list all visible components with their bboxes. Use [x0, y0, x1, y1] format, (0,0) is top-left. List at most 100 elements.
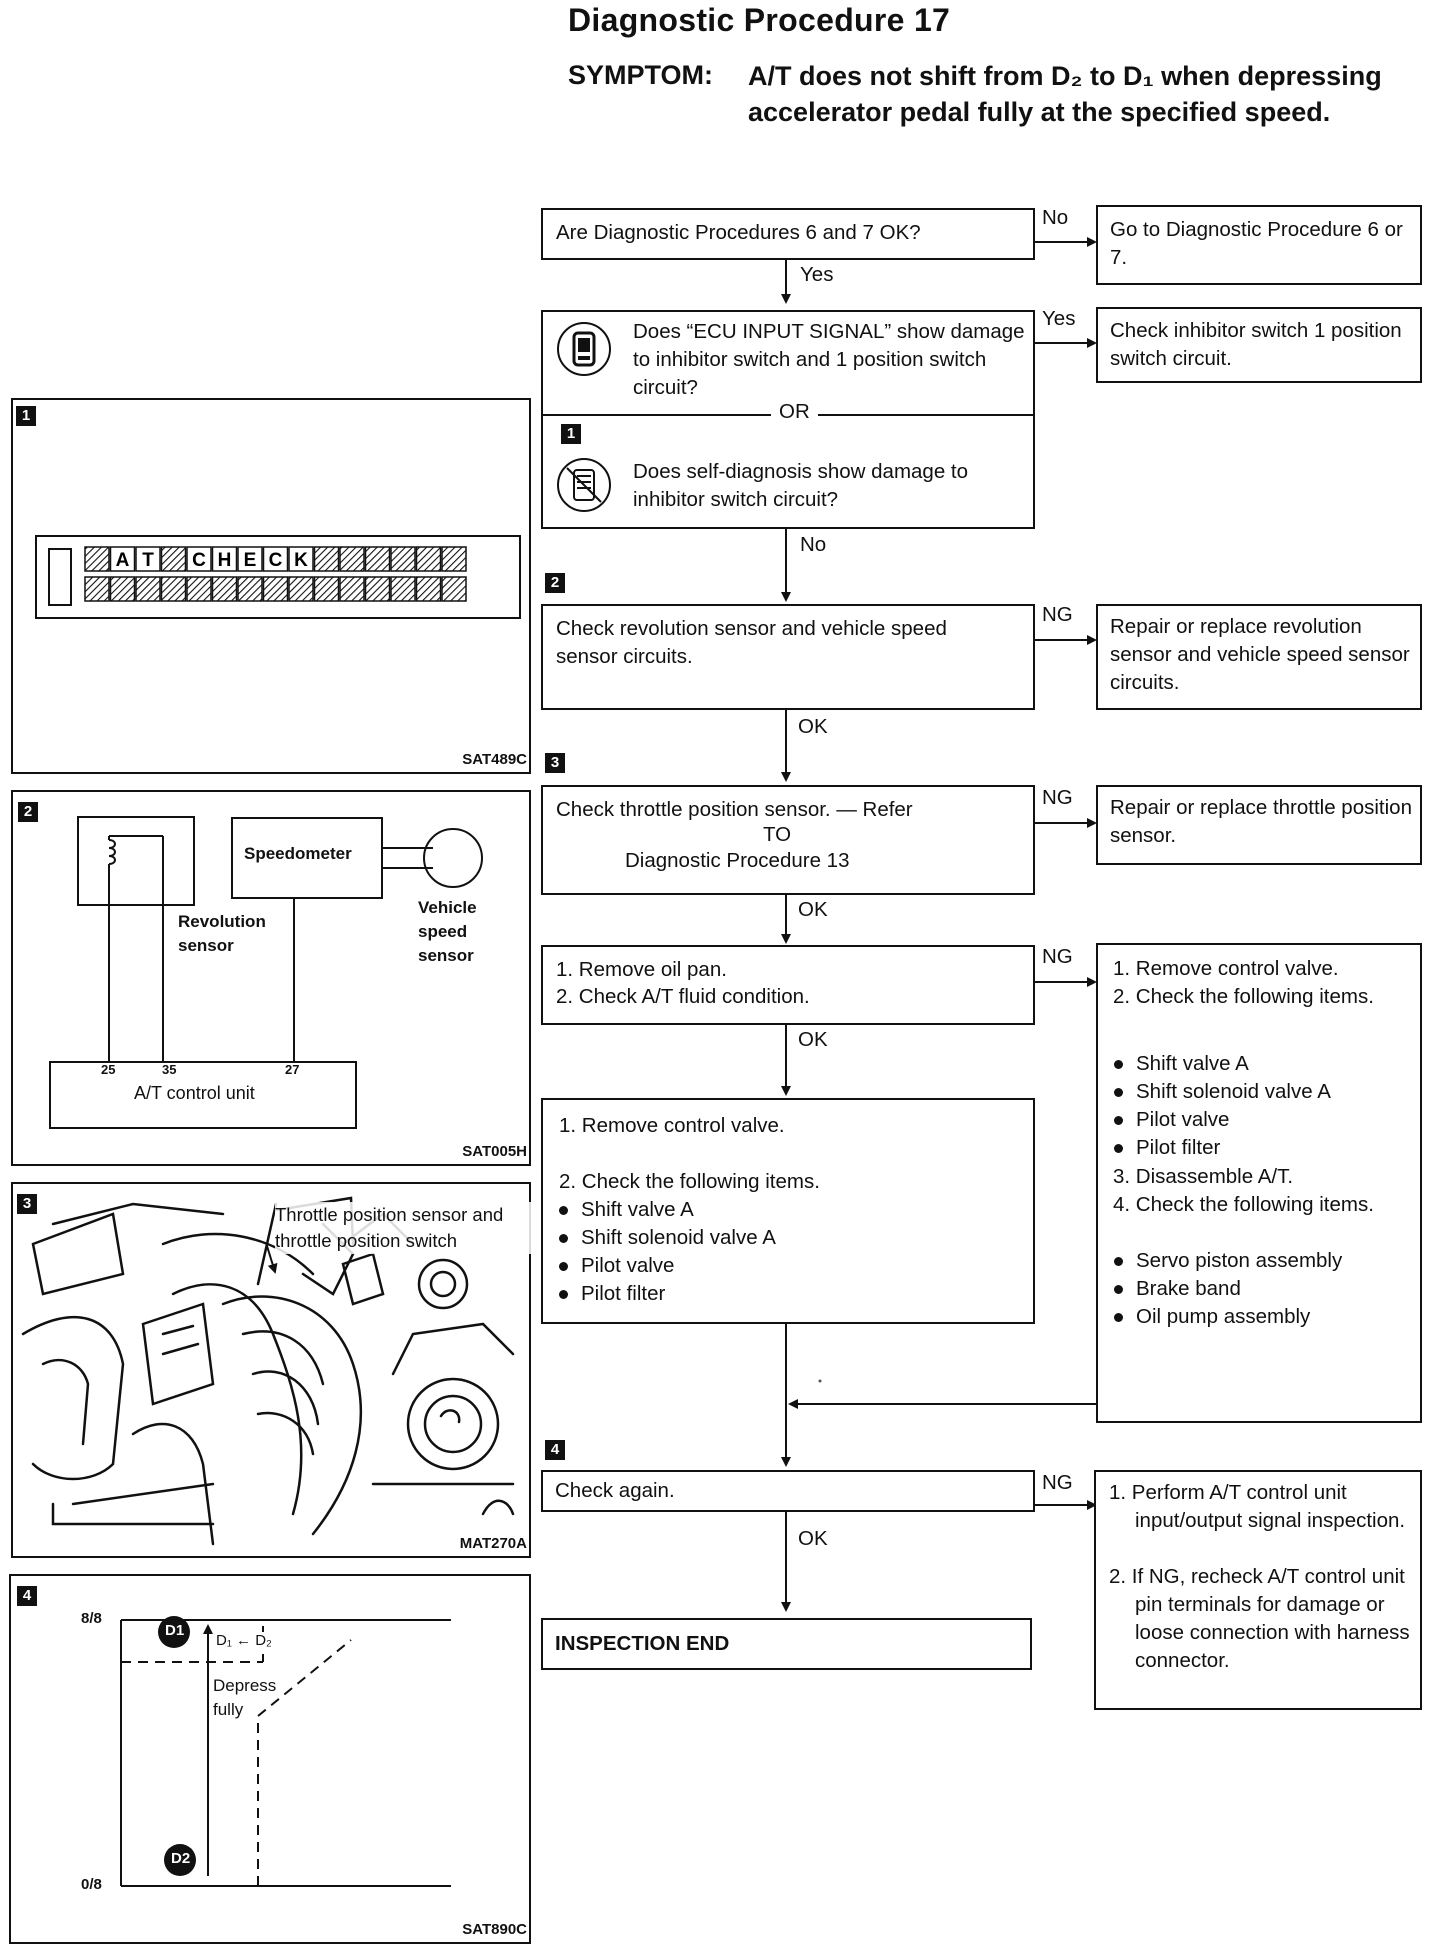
list-item: Pilot filter	[1110, 1134, 1331, 1162]
figure-3-throttle-sensor-location: 3	[11, 1182, 535, 1558]
step-remove-oil-pan: 1. Remove oil pan. 2. Check A/T fluid co…	[541, 945, 1035, 1025]
display-blank-cell	[441, 546, 467, 572]
callout-number: 4	[17, 1586, 37, 1606]
display-blank-cell	[135, 576, 161, 602]
y-axis-top-label: 8/8	[81, 1610, 102, 1627]
list-item: Shift solenoid valve A	[555, 1224, 776, 1252]
pin-number: 35	[162, 1062, 177, 1077]
display-char: K	[294, 550, 308, 571]
display-char: T	[142, 550, 154, 571]
figure-code: MAT270A	[459, 1535, 527, 1552]
display-blank-cell	[262, 576, 289, 602]
step-text: 1. Remove oil pan.	[556, 958, 727, 981]
ok-label: OK	[798, 1028, 828, 1051]
step-text: 1. Remove control valve.	[1113, 957, 1339, 980]
display-blank-cell	[364, 546, 391, 572]
no-label: No	[800, 533, 827, 556]
callout-number: 2	[545, 573, 565, 593]
display-blank-cell	[390, 576, 416, 602]
question-text: Does self-diagnosis show damage to inhib…	[633, 460, 969, 511]
symptom-label: SYMPTOM:	[568, 60, 714, 90]
ok-label: OK	[798, 1527, 828, 1550]
yes-label: Yes	[800, 263, 834, 286]
display-blank-cell	[339, 546, 365, 572]
ng-label: NG	[1042, 945, 1073, 968]
consult-tool-icon	[555, 320, 613, 383]
end-text: INSPECTION END	[555, 1632, 730, 1655]
ng-label: NG	[1042, 603, 1073, 626]
action-check-inhibitor: Check inhibitor switch 1 position switch…	[1096, 307, 1422, 383]
action-text: Go to Diagnostic Procedure 6 or 7.	[1110, 218, 1403, 269]
speedometer-label: Speedometer	[244, 844, 352, 863]
display-char: A	[116, 550, 130, 571]
display-blank-cell	[339, 576, 365, 602]
figure-code: SAT890C	[462, 1921, 527, 1938]
depress-fully-label: Depress fully	[213, 1676, 277, 1719]
no-label: No	[1042, 206, 1069, 229]
action-repair-throttle-sensor: Repair or replace throttle position sens…	[1096, 785, 1422, 865]
action-text: Repair or replace throttle position sens…	[1110, 796, 1412, 847]
engine-bay-illustration	[21, 1196, 515, 1546]
step-text: 2. Check the following items.	[559, 1170, 820, 1193]
list-item: Shift solenoid valve A	[1110, 1078, 1331, 1106]
revolution-sensor-label: Revolution sensor	[178, 912, 266, 955]
step-text: Check throttle position sensor. — Refer	[556, 798, 913, 821]
display-char-cell	[109, 546, 136, 572]
step-text: 1. Remove control valve.	[559, 1114, 785, 1137]
display-blank-cell	[160, 546, 187, 572]
check-items-list: Servo piston assembly Brake band Oil pum…	[1110, 1247, 1342, 1331]
figure-code: SAT489C	[462, 751, 527, 768]
step-check-revolution-sensor: Check revolution sensor and vehicle spee…	[541, 604, 1035, 710]
display-blank-cell	[313, 576, 340, 602]
question-text: Are Diagnostic Procedures 6 and 7 OK?	[556, 221, 921, 244]
question-text: Does “ECU INPUT SIGNAL” show damage to i…	[633, 320, 1025, 399]
step-text: Diagnostic Procedure 13	[625, 849, 850, 872]
display-char-cell	[186, 546, 212, 572]
callout-number: 2	[18, 802, 38, 822]
callout-number: 1	[16, 406, 36, 426]
step-text: 2. Check A/T fluid condition.	[556, 985, 810, 1008]
pin-number: 25	[101, 1062, 116, 1077]
figure-4-shift-schedule: 4 8/8 0/8 D1 D2 D₁ ← D₂ Depress fully SA…	[9, 1574, 531, 1944]
action-text: Check inhibitor switch 1 position switch…	[1110, 319, 1402, 370]
step-remove-control-valve: 1. Remove control valve. 2. Check the fo…	[541, 1098, 1035, 1324]
display-blank-cell	[441, 576, 467, 602]
display-char-cell	[262, 546, 289, 572]
step-text: 1. Perform A/T control unit input/output…	[1109, 1481, 1406, 1532]
question-inhibitor-switch: Does “ECU INPUT SIGNAL” show damage to i…	[541, 310, 1035, 529]
ng-label: NG	[1042, 1471, 1073, 1494]
display-blank-cell	[109, 576, 136, 602]
step-text: 3. Disassemble A/T.	[1113, 1165, 1294, 1188]
action-text: Repair or replace revolution sensor and …	[1110, 615, 1410, 694]
display-blank-cell	[160, 576, 187, 602]
or-label: OR	[771, 398, 818, 426]
wiring-diagram	[49, 816, 483, 1129]
ng-label: NG	[1042, 786, 1073, 809]
display-char: C	[192, 550, 206, 571]
d1-marker-label: D1	[165, 1622, 185, 1639]
vehicle-speed-sensor-label: Vehicle speed sensor	[418, 898, 477, 965]
display-char: C	[269, 550, 283, 571]
throttle-sensor-label: Throttle position sensor and throttle po…	[275, 1202, 535, 1254]
action-repair-revolution-sensor: Repair or replace revolution sensor and …	[1096, 604, 1422, 710]
symptom-text: A/T does not shift from D₂ to D₁ when de…	[748, 61, 1382, 127]
step-check-again: Check again.	[541, 1470, 1035, 1512]
step-text: 2. If NG, recheck A/T control unit pin t…	[1109, 1565, 1410, 1672]
display-blank-cell	[313, 546, 340, 572]
step-text: TO	[763, 823, 792, 846]
callout-number: 3	[17, 1194, 37, 1214]
display-blank-cell	[415, 546, 442, 572]
display-blank-cell	[415, 576, 442, 602]
action-perform-io-inspection: 1. Perform A/T control unit input/output…	[1094, 1470, 1422, 1710]
shift-direction-label: D₁ ← D₂	[216, 1632, 272, 1649]
display-char: H	[218, 550, 232, 571]
figure-code: SAT005H	[462, 1143, 527, 1160]
step-text: Check again.	[555, 1479, 675, 1502]
ok-label: OK	[798, 715, 828, 738]
page-title: Diagnostic Procedure 17	[568, 2, 951, 38]
display-blank-cell	[390, 546, 416, 572]
display-char: E	[244, 550, 257, 571]
list-item: Pilot valve	[1110, 1106, 1331, 1134]
step-text: Check revolution sensor and vehicle spee…	[556, 617, 947, 668]
